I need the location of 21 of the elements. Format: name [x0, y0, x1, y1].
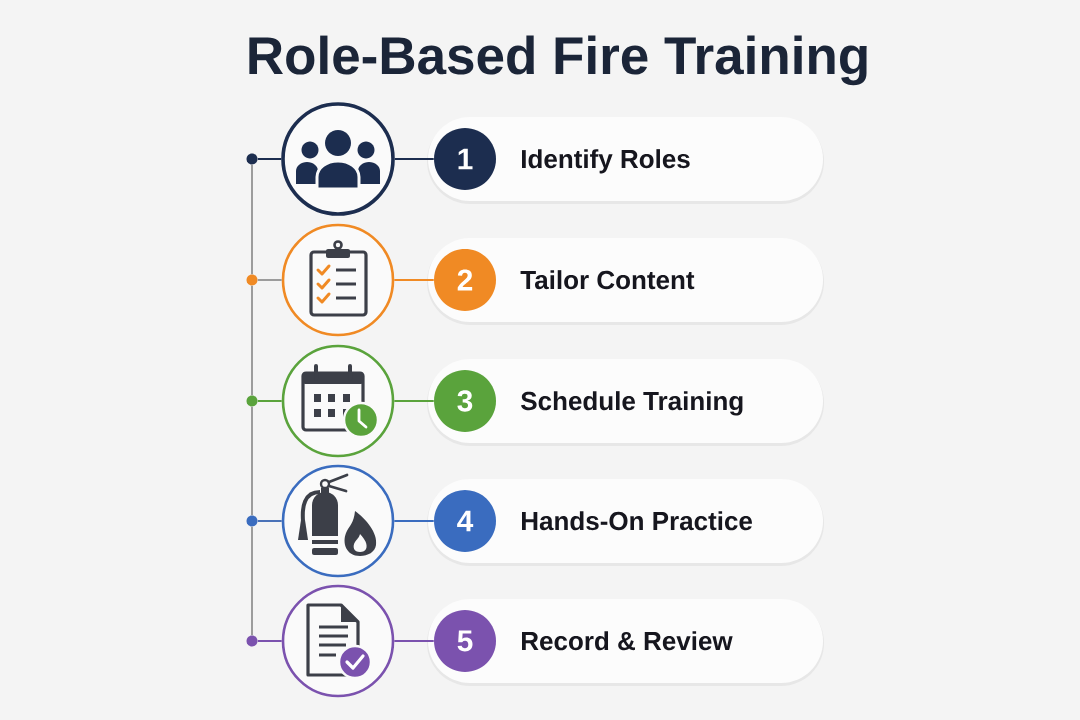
title: Role-Based Fire Training — [249, 35, 867, 86]
number-badge: 5 — [434, 610, 496, 672]
number-badge: 4 — [434, 490, 496, 552]
connector-line — [256, 520, 283, 522]
connector-line — [251, 405, 253, 517]
icon-circle — [281, 223, 395, 337]
number-badge: 3 — [434, 370, 496, 432]
connector-line — [256, 279, 283, 281]
connector-line — [256, 640, 283, 642]
connector-line — [251, 163, 253, 276]
number-badge: 1 — [434, 128, 496, 190]
connector-line — [256, 158, 283, 160]
connector-line — [393, 158, 435, 160]
connector-line — [256, 400, 283, 402]
connector-line — [393, 520, 435, 522]
connector-line — [251, 284, 253, 397]
connector-line — [393, 640, 435, 642]
connector-line — [393, 400, 435, 402]
connector-line — [251, 525, 253, 637]
connector-line — [393, 279, 435, 281]
number-badge: 2 — [434, 249, 496, 311]
